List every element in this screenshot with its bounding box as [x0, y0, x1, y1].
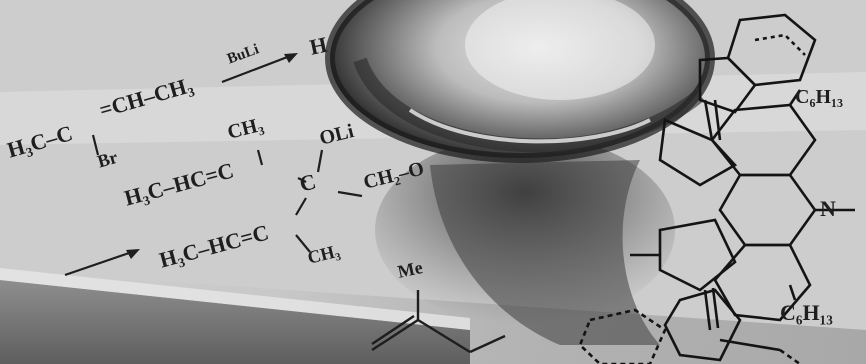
- hexyl-top-label: C₆H₁₃: [795, 86, 843, 108]
- glass-highlight: [465, 0, 655, 100]
- polycyclic-structure: [578, 13, 855, 364]
- hexyl-bottom-label: C₆H₁₃: [780, 300, 833, 325]
- me-fragment: [371, 290, 506, 354]
- table-edge: [0, 280, 470, 364]
- sphere-shadow-core: [430, 160, 660, 345]
- arrow-icon: [64, 249, 140, 277]
- arrow-icon: [221, 53, 298, 84]
- nitrogen-label: N: [820, 196, 836, 221]
- paper-edge-highlight: [0, 268, 470, 330]
- bonds-left: [91, 134, 363, 253]
